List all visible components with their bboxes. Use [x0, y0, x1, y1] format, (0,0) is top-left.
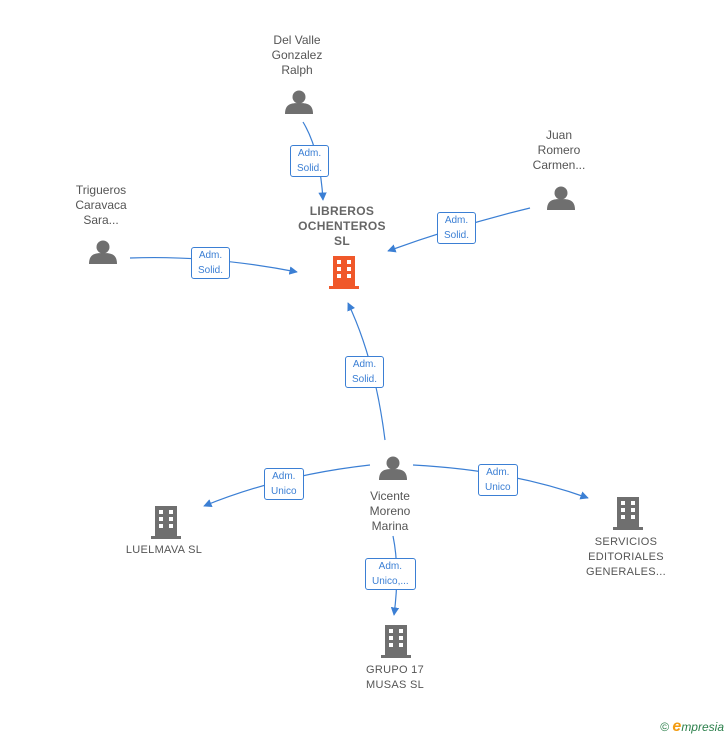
building-icon[interactable] [329, 256, 359, 289]
brand-footer[interactable]: © empresia [660, 718, 724, 736]
edge-label-vicente-center: Adm. Solid. [345, 356, 385, 388]
person-icon[interactable] [379, 456, 407, 481]
edge-label-trigueros: Adm. Solid. [191, 247, 231, 279]
edge-label-vicente-grupo17: Adm. Unico,... [365, 558, 416, 590]
edge-label-del-valle: Adm. Solid. [290, 145, 330, 177]
building-icon[interactable] [151, 506, 181, 539]
person-label-juan-romero[interactable]: Juan Romero Carmen... [532, 128, 586, 172]
brand-logo-text: mpresia [681, 720, 724, 734]
person-icon[interactable] [89, 240, 117, 265]
building-icon[interactable] [381, 625, 411, 658]
edge-label-vicente-luelmava: Adm. Unico [264, 468, 304, 500]
edge-label-juan-romero: Adm. Solid. [437, 212, 477, 244]
person-label-del-valle[interactable]: Del Valle Gonzalez Ralph [271, 33, 323, 77]
company-label-luelmava[interactable]: LUELMAVA SL [125, 544, 203, 556]
person-icon[interactable] [547, 186, 575, 211]
person-label-trigueros[interactable]: Trigueros Caravaca Sara... [75, 183, 127, 227]
person-icon[interactable] [285, 90, 313, 115]
brand-logo-initial: e [672, 718, 682, 735]
center-company-label[interactable]: LIBREROS OCHENTEROS SL [298, 204, 386, 248]
person-label-vicente[interactable]: Vicente Moreno Marina [369, 489, 411, 533]
building-icon[interactable] [613, 497, 643, 530]
company-label-servicios[interactable]: SERVICIOS EDITORIALES GENERALES... [585, 536, 666, 578]
copyright-icon: © [660, 720, 670, 734]
edge-label-vicente-servicios: Adm. Unico [478, 464, 518, 496]
company-label-grupo17[interactable]: GRUPO 17 MUSAS SL [365, 664, 425, 691]
